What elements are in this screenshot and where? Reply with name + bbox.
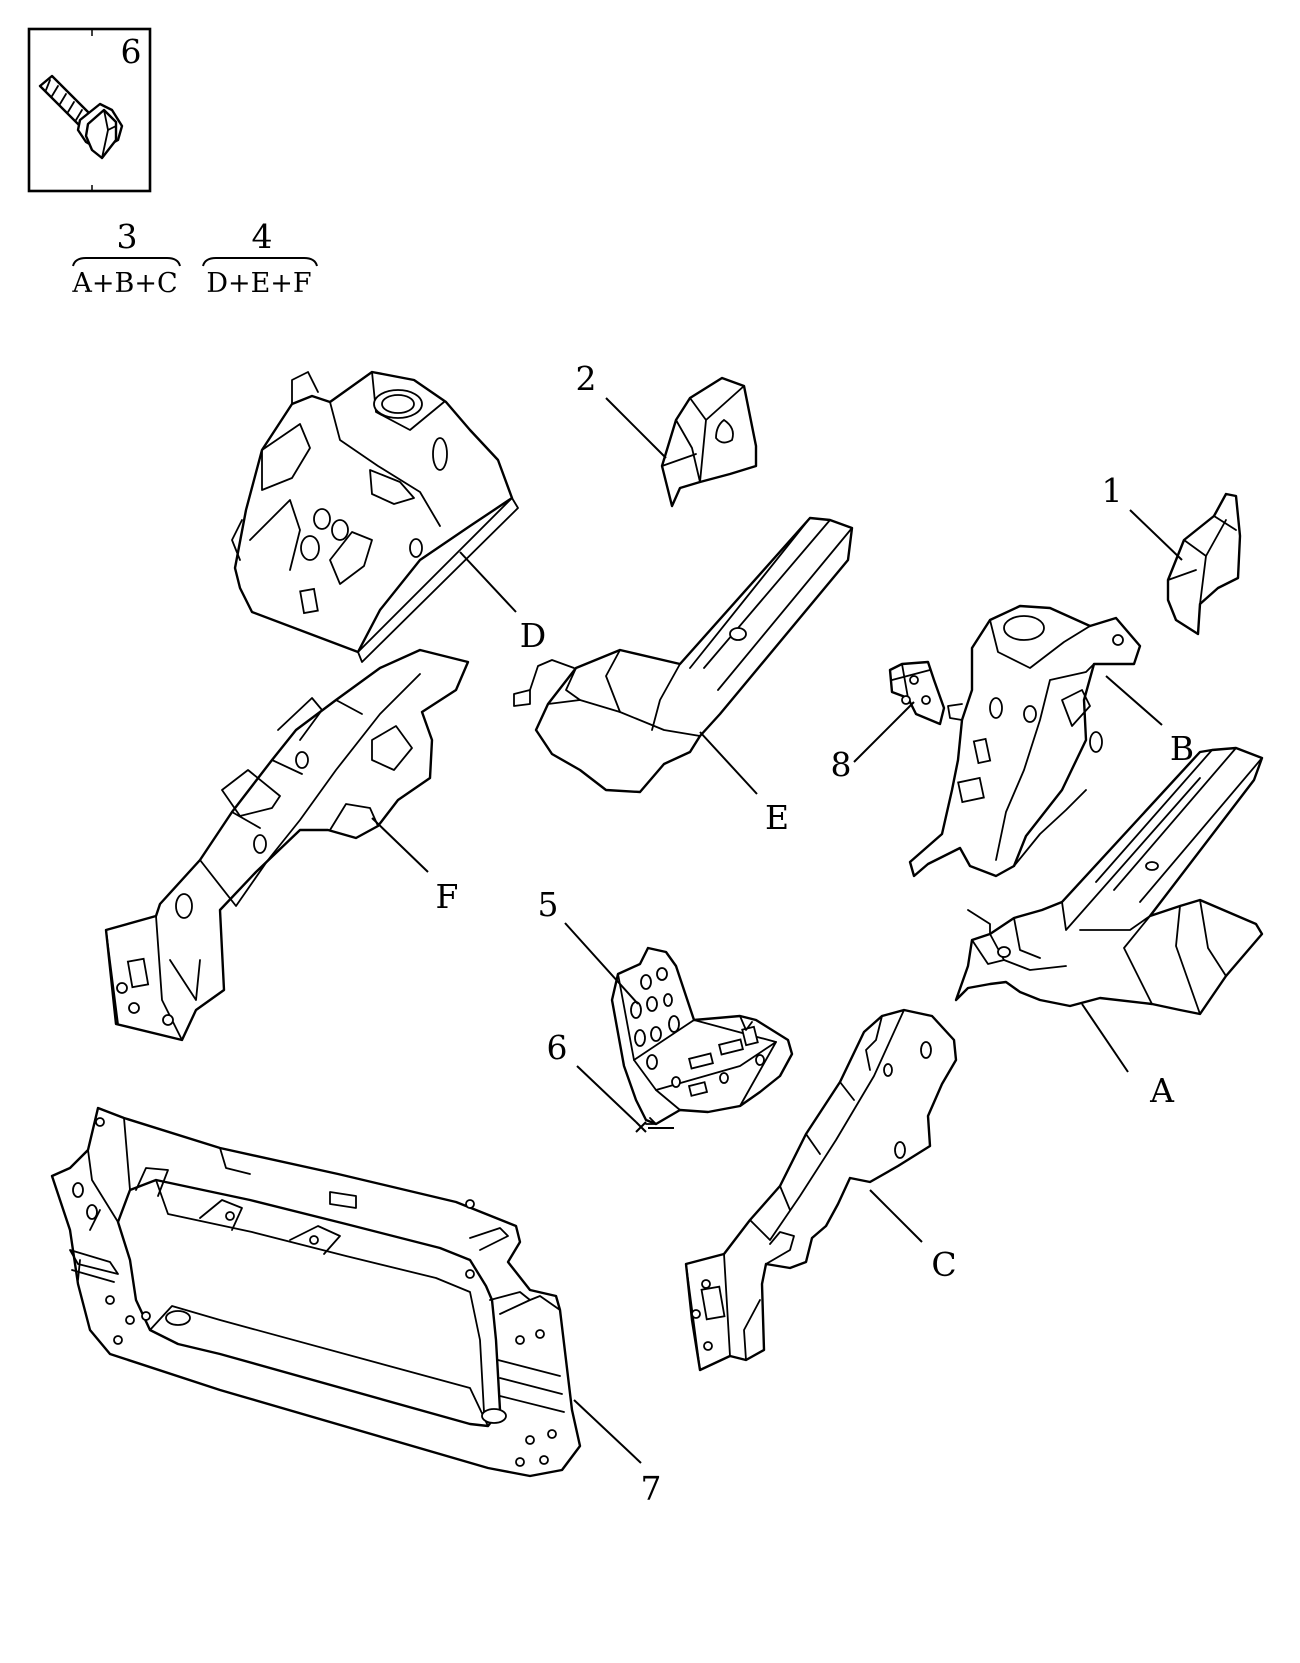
callout-8: 8: [831, 745, 852, 784]
part-7-radiator-frame: [50, 1106, 582, 1478]
callout-f: F: [436, 877, 459, 916]
callout-d: D: [520, 616, 546, 655]
bolt-icon: [38, 74, 124, 160]
group-legend-4: 4 D+E+F: [202, 217, 318, 299]
callout-2: 2: [576, 359, 597, 398]
part-8-plate: [888, 660, 946, 726]
part-f-front-rail: [104, 648, 470, 1042]
leader-lines: [371, 397, 1183, 1464]
part-2-bracket: [660, 376, 758, 508]
group-legend-3: 3 A+B+C: [71, 217, 181, 299]
part-1-bracket: [1166, 492, 1242, 636]
part-b-shock-tower: [908, 604, 1142, 878]
part-c-front-rail: [684, 1008, 958, 1372]
group-members: A+B+C: [71, 268, 177, 299]
group-number: 4: [252, 217, 273, 256]
group-members: D+E+F: [206, 268, 311, 299]
callout-a: A: [1149, 1071, 1175, 1110]
callout-1: 1: [1102, 471, 1123, 510]
part-5-bracket: [610, 946, 794, 1126]
bolt-inset: 6: [27, 27, 152, 193]
callout-5: 5: [538, 885, 559, 924]
callout-c: C: [931, 1245, 956, 1284]
group-number: 3: [117, 217, 138, 256]
part-a-rail: [954, 746, 1264, 1016]
callout-e: E: [765, 798, 789, 837]
part-e-rail: [513, 516, 854, 794]
inset-number: 6: [121, 32, 142, 71]
callout-6: 6: [547, 1028, 568, 1067]
callout-b: B: [1170, 729, 1194, 768]
callout-7: 7: [641, 1469, 662, 1508]
part-d-shock-tower: [231, 370, 519, 663]
bolt-location-mark: [635, 1121, 647, 1133]
